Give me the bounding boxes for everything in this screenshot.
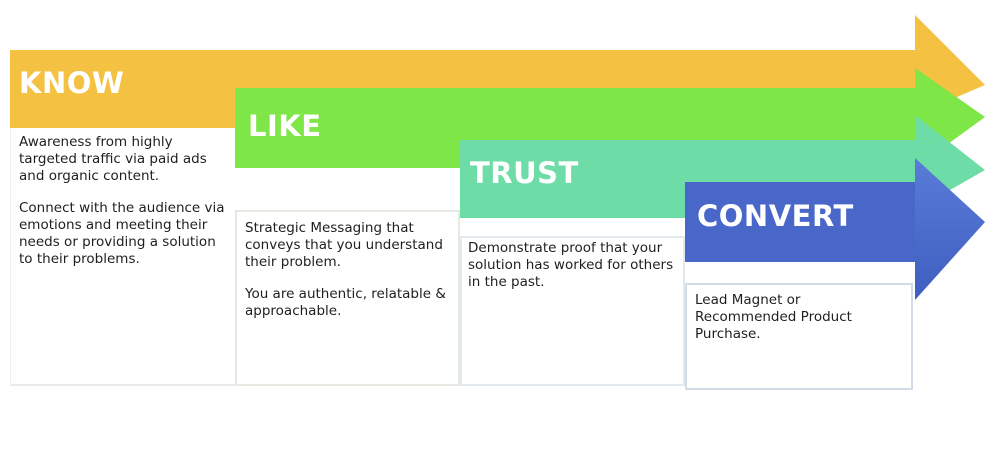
trust-title: TRUST xyxy=(470,156,579,190)
know-paragraph-1: Awareness from highly targeted traffic v… xyxy=(19,134,207,184)
know-title: KNOW xyxy=(19,66,125,100)
know-text: Awareness from highly targeted traffic v… xyxy=(19,134,225,283)
convert-text: Lead Magnet or Recommended Product Purch… xyxy=(695,292,895,358)
trust-text: Demonstrate proof that your solution has… xyxy=(468,240,680,306)
convert-paragraph-1: Lead Magnet or Recommended Product Purch… xyxy=(695,292,852,342)
like-paragraph-1: Strategic Messaging that conveys that yo… xyxy=(245,220,443,270)
convert-bar xyxy=(685,182,917,262)
like-box xyxy=(235,210,460,386)
like-paragraph-2: You are authentic, relatable & approacha… xyxy=(245,286,446,319)
convert-title: CONVERT xyxy=(697,199,854,233)
like-text: Strategic Messaging that conveys that yo… xyxy=(245,220,457,335)
like-title: LIKE xyxy=(248,109,322,143)
convert-arrowhead xyxy=(915,158,985,300)
know-paragraph-2: Connect with the audience via emotions a… xyxy=(19,200,225,267)
trust-box xyxy=(460,236,685,386)
convert-box xyxy=(685,283,913,390)
convert-band xyxy=(685,158,985,300)
know-box xyxy=(10,128,235,386)
trust-paragraph-1: Demonstrate proof that your solution has… xyxy=(468,240,674,290)
